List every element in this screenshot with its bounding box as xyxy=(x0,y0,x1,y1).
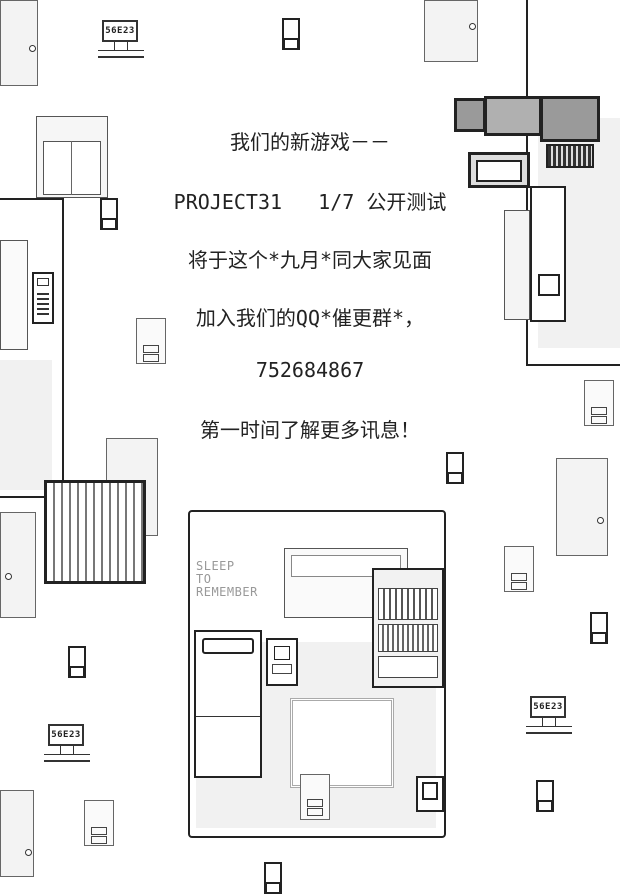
cabinet-right-1 xyxy=(584,380,614,426)
cabinet-bottom-left xyxy=(84,800,114,846)
chair-bottom xyxy=(264,862,282,894)
bed xyxy=(194,630,262,778)
chair-bottom-right xyxy=(536,780,554,812)
bookshelf xyxy=(372,568,444,688)
room-left xyxy=(0,198,64,498)
monitor-top: 56E23 xyxy=(98,20,144,60)
vent-grille xyxy=(44,480,146,584)
keyboard-icon xyxy=(546,144,594,168)
chair-right xyxy=(446,452,464,484)
cabinet-room xyxy=(300,774,330,820)
chair-small xyxy=(100,198,118,230)
monitor-right: 56E23 xyxy=(526,696,572,736)
announcement-line-6: 第一时间了解更多讯息！ xyxy=(200,418,420,442)
monitor-screen-text: 56E23 xyxy=(530,696,566,718)
rug xyxy=(290,698,394,788)
door-knob-icon xyxy=(469,23,476,30)
announcement-line-4: 加入我们的QQ*催更群*， xyxy=(195,306,425,330)
announcement-line-5: 752684867 xyxy=(255,358,365,382)
monitor-screen-text: 56E23 xyxy=(102,20,138,42)
chair-far-right xyxy=(590,612,608,644)
screen-panel xyxy=(468,152,530,188)
wardrobe-top-left xyxy=(36,116,108,198)
monitor-left: 56E23 xyxy=(44,724,90,764)
door-far-left xyxy=(0,512,36,618)
wall-shelf-right xyxy=(504,210,530,320)
desk-chair xyxy=(416,776,444,812)
door-right xyxy=(556,458,608,556)
monitor-screen-text: 56E23 xyxy=(48,724,84,746)
chair-top xyxy=(282,18,300,50)
nightstand xyxy=(266,638,298,686)
cabinet-right-room xyxy=(530,186,566,322)
door-bottom-left xyxy=(0,790,34,877)
keypad-icon xyxy=(32,272,54,324)
door-knob-icon xyxy=(29,45,36,52)
announcement-line-1: 我们的新游戏－－ xyxy=(230,130,390,154)
cabinet-left xyxy=(136,318,166,364)
cabinet-right-2 xyxy=(504,546,534,592)
machine-console xyxy=(454,96,600,188)
announcement-line-3: 将于这个*九月*同大家见面 xyxy=(187,248,433,272)
room-sign: SLEEP TO REMEMBER xyxy=(196,559,258,599)
announcement-line-2: PROJECT31 1/7 公开测试 xyxy=(173,190,447,214)
door-top-left xyxy=(0,0,38,86)
bedroom: SLEEP TO REMEMBER xyxy=(188,510,446,838)
door-top-center xyxy=(424,0,478,62)
chair-left xyxy=(68,646,86,678)
